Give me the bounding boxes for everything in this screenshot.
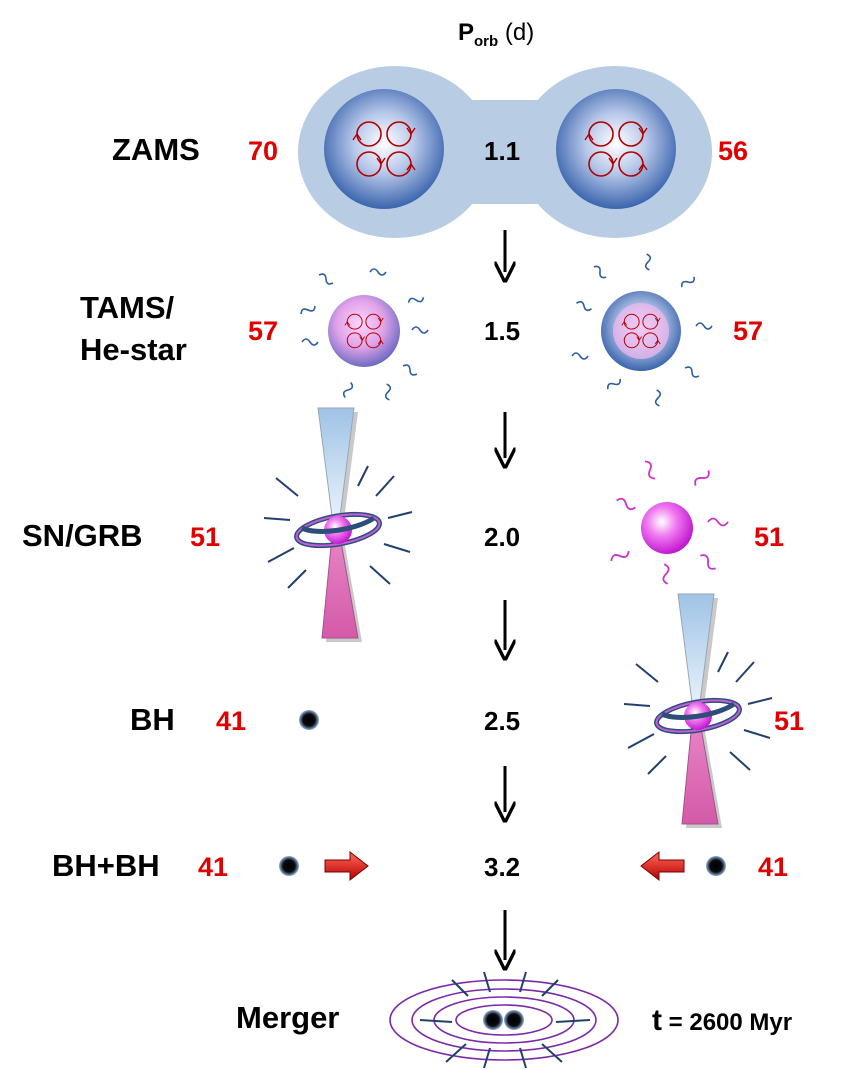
stage-label-merger: Merger <box>236 1000 339 1035</box>
grb-jet-left <box>264 408 412 642</box>
left-mass-tams: 57 <box>248 316 278 346</box>
right-mass-tams: 57 <box>733 316 763 346</box>
left-mass-sn-grb: 51 <box>190 522 220 552</box>
inspiral-arrow-left <box>640 850 685 882</box>
grb-jet-right <box>624 594 772 828</box>
magenta-star-right <box>608 458 729 586</box>
left-mass-bh-bh: 41 <box>198 852 228 882</box>
black-hole-left <box>299 710 319 730</box>
he-star-left <box>298 268 429 402</box>
stage-label-zams: ZAMS <box>112 132 200 167</box>
black-hole-right-binary <box>706 856 726 876</box>
stage-label-tams-line2: He-star <box>80 332 187 367</box>
period-bh-bh: 3.2 <box>484 852 520 882</box>
right-mass-sn-grb: 51 <box>754 522 784 552</box>
left-mass-zams: 70 <box>248 136 278 166</box>
stage-label-bh: BH <box>130 702 175 737</box>
merger-time: t = 2600 Myr <box>652 1004 792 1037</box>
left-mass-bh: 41 <box>216 706 246 736</box>
he-star-right <box>571 252 713 408</box>
merger-gravitational-waves <box>389 971 619 1069</box>
period-bh: 2.5 <box>484 706 520 736</box>
right-mass-zams: 56 <box>718 136 748 166</box>
secondary-star <box>556 89 676 209</box>
stage-label-bh-bh: BH+BH <box>52 848 160 883</box>
porb-header: Porb (d) <box>458 19 534 50</box>
right-mass-bh-bh: 41 <box>758 852 788 882</box>
primary-star <box>324 89 444 209</box>
right-mass-bh: 51 <box>774 706 804 736</box>
black-hole-left-binary <box>279 856 299 876</box>
zams-binary <box>298 60 712 244</box>
period-tams: 1.5 <box>484 316 520 346</box>
stage-label-sn-grb: SN/GRB <box>22 518 143 553</box>
stage-label-tams-line1: TAMS/ <box>80 290 175 325</box>
period-sn-grb: 2.0 <box>484 522 520 552</box>
inspiral-arrow-right <box>324 850 369 882</box>
period-zams: 1.1 <box>484 136 520 166</box>
